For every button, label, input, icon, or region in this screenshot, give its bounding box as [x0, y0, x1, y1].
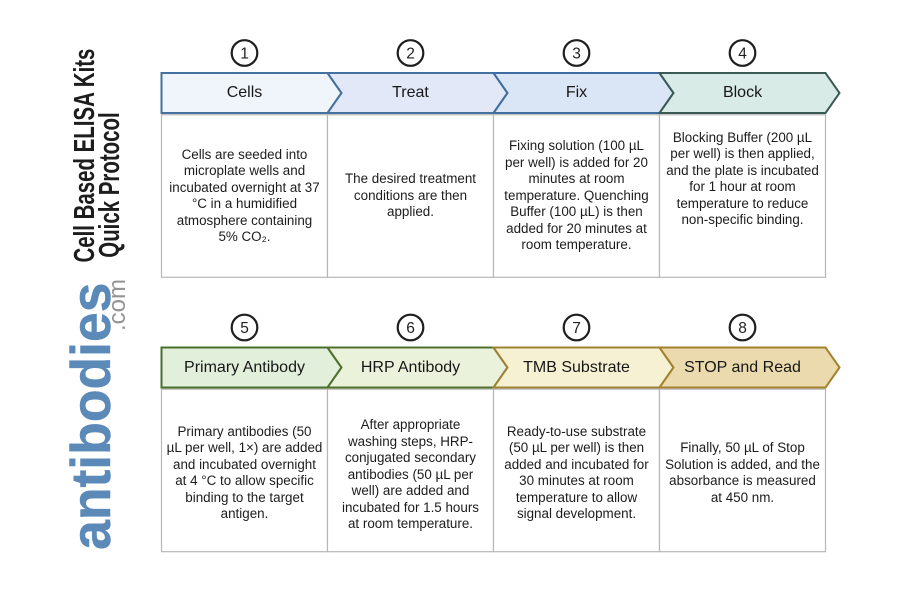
svg-text:2: 2 — [406, 45, 415, 62]
svg-text:6: 6 — [406, 320, 415, 337]
svg-text:3: 3 — [572, 45, 581, 62]
svg-text:7: 7 — [572, 320, 581, 337]
svg-text:8: 8 — [738, 320, 747, 337]
svg-text:5: 5 — [240, 320, 249, 337]
svg-text:1: 1 — [240, 45, 249, 62]
svg-text:4: 4 — [738, 45, 747, 62]
